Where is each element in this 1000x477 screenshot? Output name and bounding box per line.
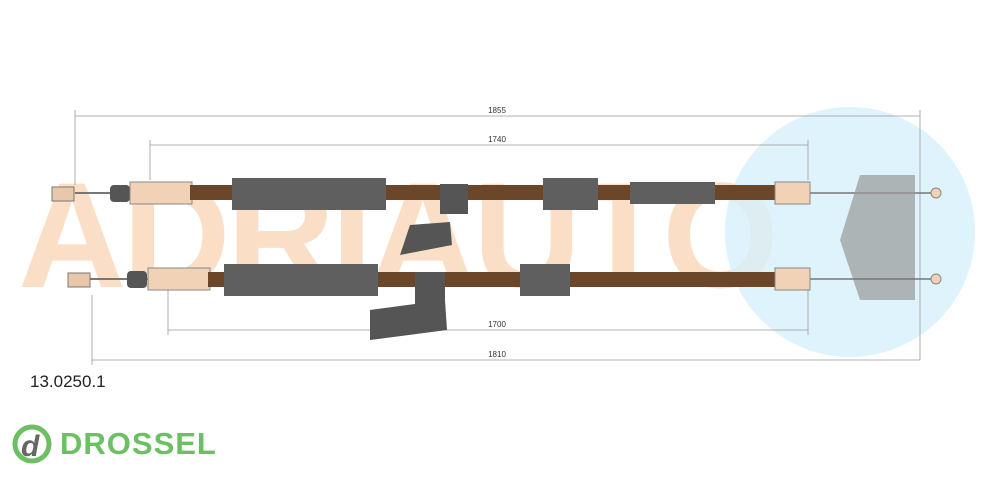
dimension-label-1855: 1855 — [488, 106, 506, 115]
dimension-label-1810: 1810 — [488, 350, 506, 359]
brand-name: DROSSEL — [60, 426, 217, 461]
dimension-lines — [74, 110, 921, 365]
d-logo-icon: d — [12, 424, 52, 464]
cable-bottom — [67, 264, 942, 340]
dimension-label-1700: 1700 — [488, 320, 506, 329]
dimension-label-1740: 1740 — [488, 135, 506, 144]
brand-logo: d DROSSEL — [12, 424, 217, 464]
cable-top — [51, 175, 942, 300]
svg-text:d: d — [21, 430, 40, 463]
part-number: 13.0250.1 — [30, 372, 106, 391]
